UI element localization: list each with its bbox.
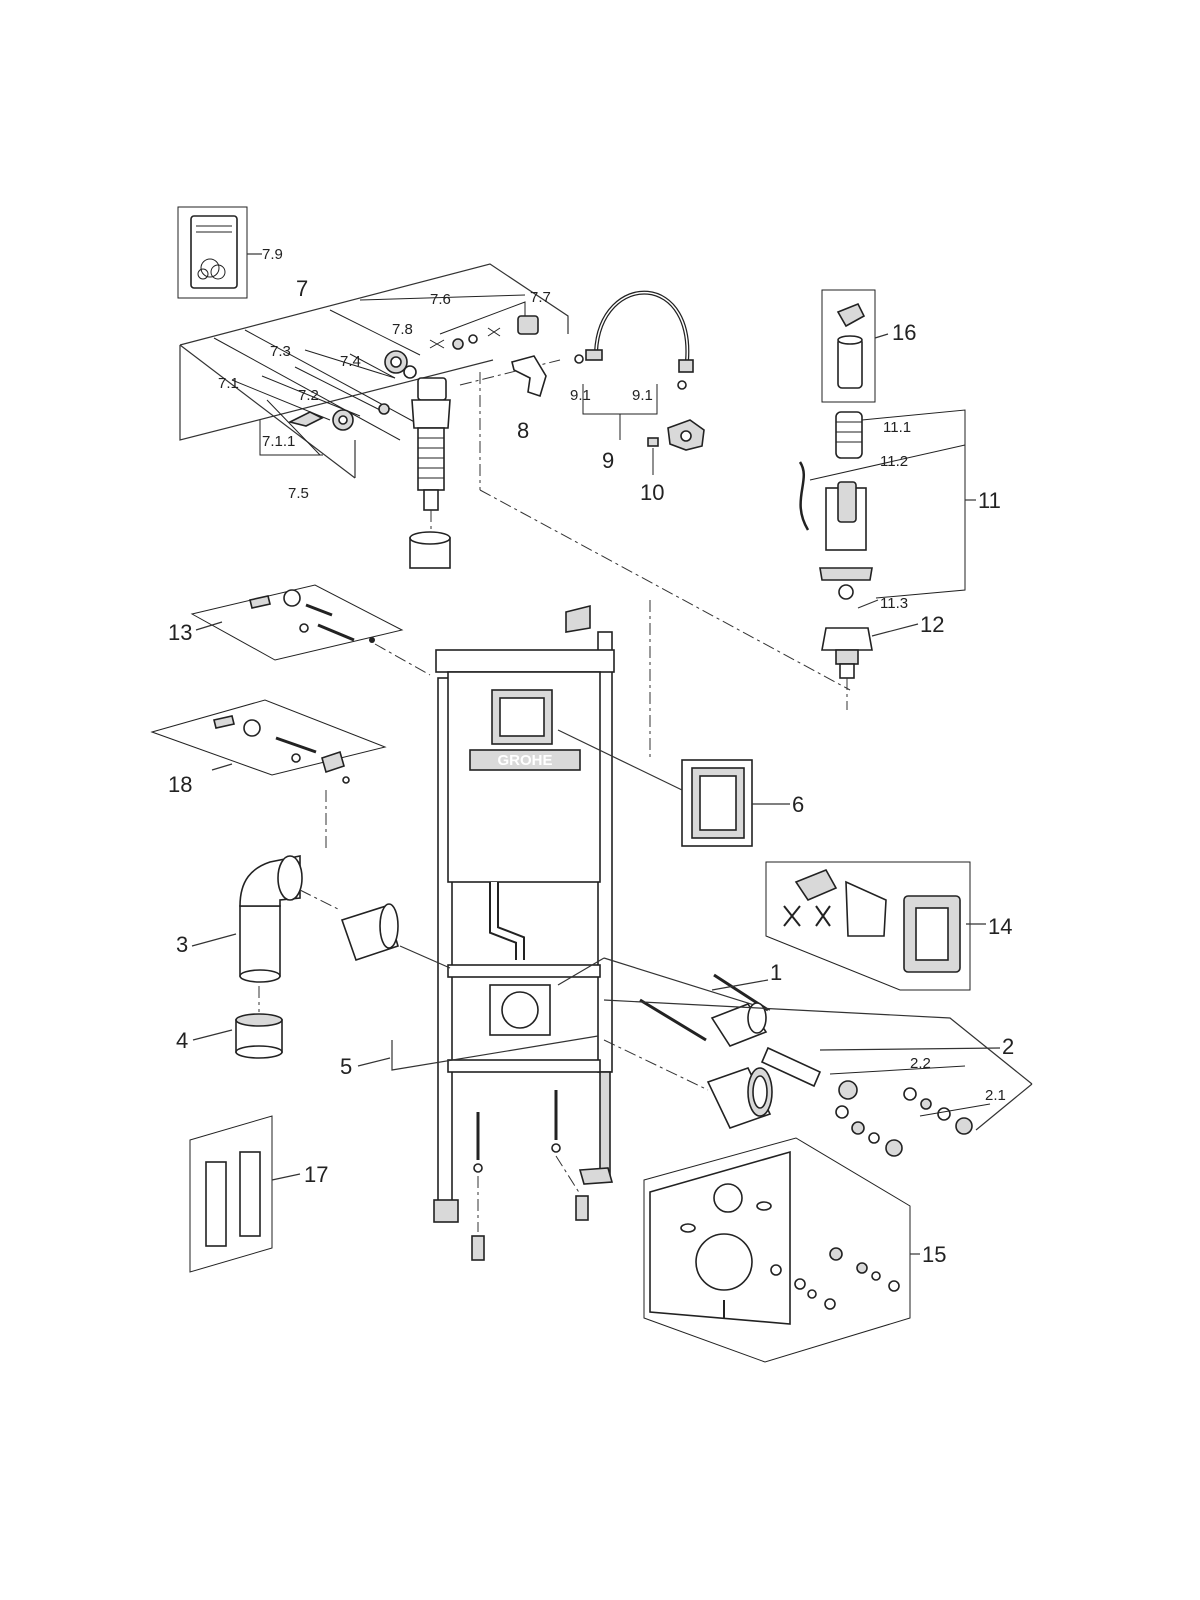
- callout-7: 7: [296, 276, 308, 301]
- connector-pipe: [299, 889, 451, 969]
- wc-connector-sleeve: [603, 1039, 773, 1129]
- callout-7-5: 7.5: [288, 485, 309, 502]
- callout-9: 9: [602, 448, 614, 473]
- part-5-installation-frame: GROHE: [433, 604, 615, 1223]
- callout-7-8: 7.8: [392, 321, 413, 338]
- part-18-fixing-kit: [150, 699, 387, 850]
- part-7-6-7-8-small-seals: [429, 315, 539, 350]
- fill-valve-assembly-frames: [179, 263, 569, 479]
- callout-2-1: 2.1: [985, 1087, 1006, 1104]
- part-17-wall-brackets: [189, 1115, 301, 1273]
- callout-labels: 1 2 2.1 2.2 3 4 5 6 7 7.1 7.1.1 7.2 7.3 …: [168, 246, 1014, 1267]
- part-7-2-filter: [332, 403, 390, 431]
- callout-6: 6: [792, 792, 804, 817]
- callout-5: 5: [340, 1054, 352, 1079]
- callout-14: 14: [988, 914, 1012, 939]
- callout-11: 11: [978, 488, 1001, 513]
- part-16-cap-kit: [821, 289, 889, 403]
- part-8-bracket: [511, 355, 547, 398]
- callout-12: 12: [920, 612, 944, 637]
- brand-logo: GROHE: [497, 752, 552, 769]
- part-10-angle-valve: [647, 419, 705, 475]
- anchor-bolts: [471, 1090, 589, 1261]
- callout-15: 15: [922, 1242, 946, 1267]
- callout-7-1-1: 7.1.1: [262, 433, 295, 450]
- callout-13: 13: [168, 620, 192, 645]
- callout-11-2: 11.2: [880, 453, 908, 470]
- callout-9-1-right: 9.1: [632, 387, 653, 404]
- callout-8: 8: [517, 418, 529, 443]
- callout-7-7: 7.7: [530, 289, 551, 306]
- part-7-5-sleeve: [409, 531, 451, 569]
- part-6-inspection-box: [557, 729, 790, 847]
- callout-7-4: 7.4: [340, 353, 361, 370]
- part-11-flush-valve: [798, 409, 976, 609]
- callout-3: 3: [176, 932, 188, 957]
- part-7-1-clip: [287, 411, 324, 427]
- callout-11-3: 11.3: [880, 595, 908, 612]
- part-15-sound-insulation-set: [643, 1137, 920, 1363]
- callout-7-9: 7.9: [262, 246, 283, 263]
- part-3-pan-connector-bend: [191, 855, 303, 983]
- part-2-flush-pipe-set: [603, 999, 1033, 1157]
- callout-11-1: 11.1: [883, 419, 911, 436]
- callout-4: 4: [176, 1028, 188, 1053]
- callout-10: 10: [640, 480, 664, 505]
- part-4-adapter: [192, 986, 283, 1059]
- callout-7-3: 7.3: [270, 343, 291, 360]
- callout-1: 1: [770, 960, 782, 985]
- part-12-drain-valve: [821, 623, 919, 710]
- part-14-actuator-frame-kit: [765, 861, 986, 991]
- part-7-9-seal-kit: [177, 206, 262, 299]
- callout-2: 2: [1002, 1034, 1014, 1059]
- callout-16: 16: [892, 320, 916, 345]
- callout-18: 18: [168, 772, 192, 797]
- part-13-fixing-kit: [190, 584, 431, 676]
- callout-9-1-left: 9.1: [570, 387, 591, 404]
- callout-7-1: 7.1: [218, 375, 239, 392]
- callout-7-2: 7.2: [298, 387, 319, 404]
- part-9-hose: [574, 290, 694, 440]
- callout-7-6: 7.6: [430, 291, 451, 308]
- part-7-fill-valve: [411, 377, 451, 532]
- callout-17: 17: [304, 1162, 328, 1187]
- part-7-4-nut: [384, 350, 417, 379]
- callout-2-2: 2.2: [910, 1055, 931, 1072]
